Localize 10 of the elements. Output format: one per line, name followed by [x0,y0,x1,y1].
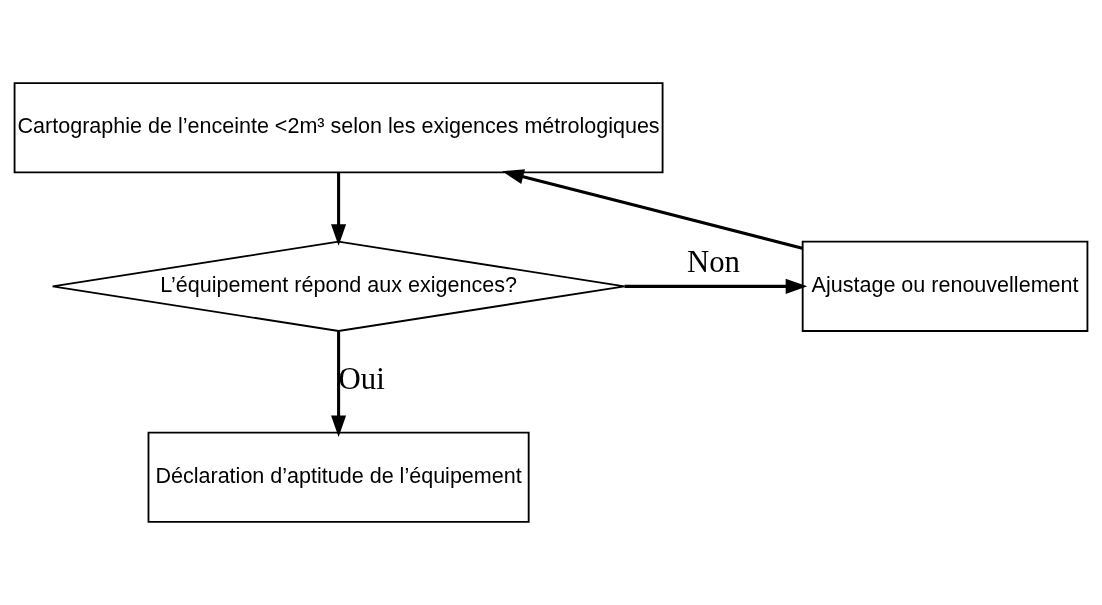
node-box: Cartographie de l’enceinte <2m³ selon les exigences métrologiques [13,82,664,174]
node-box: Déclaration d’aptitude de l’équipement [147,431,530,523]
edge-label: Non [687,245,740,280]
node-diamond: L’équipement répond aux exigences? [51,240,626,332]
arrow [502,169,803,250]
arrow [624,278,808,294]
arrow [331,331,347,437]
edge-label: Oui [338,362,385,397]
node-box: Ajustage ou renouvellement [801,240,1089,332]
arrow [331,172,347,246]
